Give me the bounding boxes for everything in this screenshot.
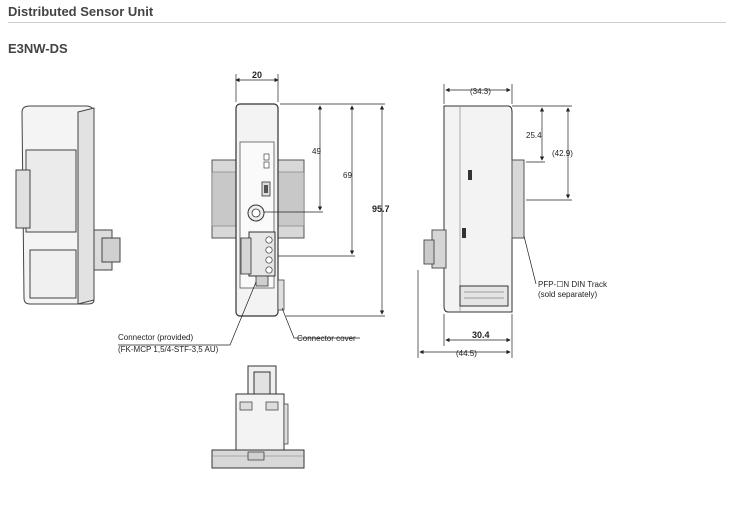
dim-side-30-4: 30.4 xyxy=(472,330,490,340)
front-callout-lines xyxy=(118,281,360,346)
perspective-view xyxy=(15,105,121,305)
dim-height-95-7: 95.7 xyxy=(372,204,390,214)
dim-height-69: 69 xyxy=(343,171,352,180)
bottom-view xyxy=(211,365,305,469)
section-title: Distributed Sensor Unit xyxy=(8,4,154,19)
model-title: E3NW-DS xyxy=(8,41,68,56)
front-view xyxy=(211,103,305,317)
side-dimension-lines xyxy=(417,84,572,358)
dim-side-44-5: (44.5) xyxy=(456,349,477,358)
front-dimension-lines xyxy=(235,74,385,317)
dim-side-25-4: 25.4 xyxy=(526,131,542,140)
connector-label: Connector (provided) xyxy=(118,333,193,342)
side-view xyxy=(423,105,525,313)
dim-height-49: 49 xyxy=(312,147,321,156)
dim-side-42-9: (42.9) xyxy=(552,149,573,158)
section-divider xyxy=(8,22,726,23)
din-track-note: (sold separately) xyxy=(538,290,597,299)
connector-cover-label: Connector cover xyxy=(297,334,356,343)
dim-side-34-3: (34.3) xyxy=(470,87,491,96)
din-track-label: PFP-☐N DIN Track xyxy=(538,280,608,289)
dim-width-20: 20 xyxy=(252,70,262,80)
connector-part-label: (FK-MCP 1,5/4-STF-3,5 AU) xyxy=(118,345,219,354)
